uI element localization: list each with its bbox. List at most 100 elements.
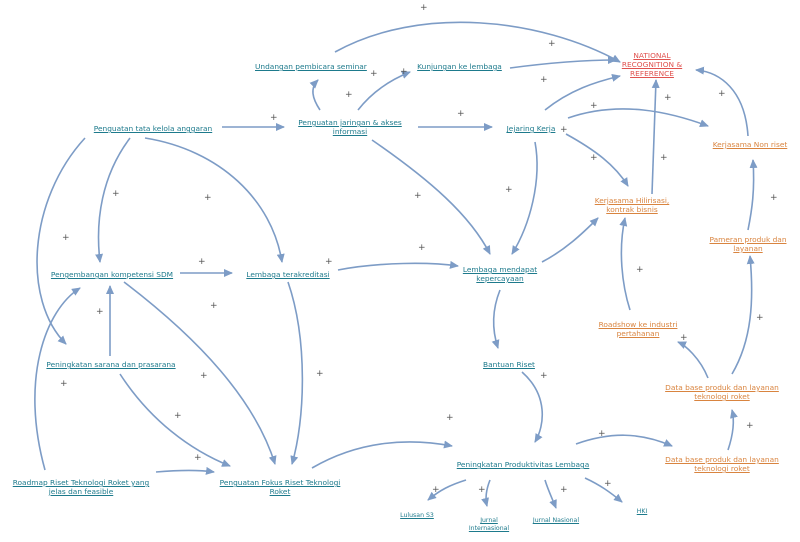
node-jurnal-int-line-2: Internasional (468, 524, 510, 532)
edge-nonriset-national (695, 66, 749, 137)
polarity-plus-sign: + (370, 69, 378, 79)
node-kerjasama-non-riset[interactable]: Kerjasama Non riset (712, 140, 788, 149)
node-undangan-pembicara[interactable]: Undangan pembicara seminar (255, 62, 367, 71)
edge-kunjungan-national (509, 56, 617, 69)
polarity-plus-sign: + (210, 301, 218, 311)
node-jejaring-kerja[interactable]: Jejaring Kerja (506, 124, 556, 133)
node-database-1-line-2: teknologi roket (694, 392, 750, 401)
node-lulusan-s3[interactable]: Lulusan S3 (400, 512, 434, 519)
edge-produktivitas-jurnalint (481, 479, 491, 507)
edge-sdm-fokus (123, 281, 277, 465)
polarity-plus-sign: + (200, 371, 208, 381)
polarity-plus-sign: + (746, 421, 754, 431)
edge-bantuan-produktivitas (521, 371, 544, 443)
node-pameran-line-2: layanan (733, 244, 763, 253)
polarity-plus-sign: + (270, 113, 278, 123)
polarity-plus-sign: + (718, 89, 726, 99)
node-sarana-prasarana[interactable]: Peningkatan sarana dan prasarana (46, 360, 176, 369)
edge-database2-database1 (727, 409, 738, 451)
edge-jejaring-national (544, 73, 621, 111)
edge-akreditasi-fokus (287, 281, 304, 465)
polarity-plus-sign: + (590, 153, 598, 163)
node-roadmap-riset[interactable]: Roadmap Riset Teknologi Roket yang jelas… (8, 478, 154, 496)
edge-jaringan-kepercayaan (371, 139, 491, 255)
edge-kepercayaan-bantuan (491, 289, 501, 349)
polarity-plus-sign: + (664, 93, 672, 103)
polarity-plus-sign: + (604, 479, 612, 489)
edge-kepercayaan-hilirisasi (541, 217, 599, 263)
node-database-2-line-1: Data base produk dan layanan (665, 455, 779, 464)
node-kunjungan-lembaga[interactable]: Kunjungan ke lembaga (417, 62, 502, 71)
edge-produktivitas-hki (584, 477, 623, 503)
node-database-1-line-1: Data base produk dan layanan (665, 383, 779, 392)
edge-produktivitas-lulusan (427, 479, 467, 501)
node-jurnal-nasional[interactable]: Jurnal Nasional (532, 517, 580, 524)
node-kepercayaan-line-1: Lembaga mendapat (462, 265, 538, 274)
polarity-plus-sign: + (770, 193, 778, 203)
polarity-plus-sign: + (62, 233, 70, 243)
node-produktivitas-lembaga[interactable]: Peningkatan Produktivitas Lembaga (456, 460, 590, 469)
node-jaringan-informasi[interactable]: Penguatan jaringan & akses informasi (290, 118, 410, 136)
polarity-plus-sign: + (636, 265, 644, 275)
polarity-plus-sign: + (316, 369, 324, 379)
node-roadshow-industri[interactable]: Roadshow ke industri pertahanan (592, 320, 684, 338)
polarity-plus-sign: + (325, 257, 333, 267)
node-pameran-line-1: Pameran produk dan (709, 235, 787, 244)
edge-roadmap-fokus (155, 466, 215, 475)
node-kerjasama-hilirisasi[interactable]: Kerjasama Hilirisasi, kontrak bisnis (585, 196, 679, 214)
node-roadshow-line-1: Roadshow ke industri (598, 320, 678, 329)
polarity-plus-sign: + (540, 75, 548, 85)
node-national-line-3: REFERENCE (630, 69, 674, 78)
polarity-plus-sign: + (560, 125, 568, 135)
polarity-plus-sign: + (345, 90, 353, 100)
polarity-plus-sign: + (548, 39, 556, 49)
edge-tata-sarana (36, 137, 86, 345)
polarity-plus-sign: + (590, 101, 598, 111)
polarity-plus-sign: + (204, 193, 212, 203)
node-hilirisasi-line-1: Kerjasama Hilirisasi, (594, 196, 670, 205)
polarity-plus-sign: + (446, 413, 454, 423)
node-lembaga-kepercayaan[interactable]: Lembaga mendapat kepercayaan (455, 265, 545, 283)
edge-produktivitas-database2 (575, 434, 673, 447)
node-hki[interactable]: HKI (636, 508, 648, 515)
polarity-plus-sign: + (400, 67, 408, 77)
polarity-plus-sign: + (560, 485, 568, 495)
polarity-plus-sign: + (660, 153, 668, 163)
polarity-plus-sign: + (540, 371, 548, 381)
node-lembaga-terakreditasi[interactable]: Lembaga terakreditasi (246, 270, 330, 279)
node-database-2[interactable]: Data base produk dan layanan teknologi r… (665, 455, 779, 473)
polarity-plus-sign: + (680, 333, 688, 343)
node-kepercayaan-line-2: kepercayaan (476, 274, 524, 283)
node-roadmap-line-1: Roadmap Riset Teknologi Roket yang (12, 478, 150, 487)
edge-database1-roadshow (677, 341, 709, 379)
edge-tata-sdm (95, 137, 131, 263)
edge-jaringan-kunjungan (357, 71, 411, 111)
polarity-plus-sign: + (414, 191, 422, 201)
edge-sarana-fokus (119, 373, 231, 467)
edge-fokus-produktivitas (311, 440, 453, 469)
node-national-recognition[interactable]: NATIONAL RECOGNITION & REFERENCE (612, 51, 692, 78)
edge-hilirisasi-national (651, 79, 660, 195)
node-fokus-line-2: Roket (269, 487, 291, 496)
node-bantuan-riset[interactable]: Bantuan Riset (483, 360, 535, 369)
node-database-2-line-2: teknologi roket (694, 464, 750, 473)
edge-database1-pameran (731, 255, 755, 375)
edge-roadmap-sdm (34, 287, 81, 471)
polarity-plus-sign: + (60, 379, 68, 389)
node-national-line-1: NATIONAL (633, 51, 671, 60)
node-fokus-riset[interactable]: Penguatan Fokus Riset Teknologi Roket (214, 478, 346, 496)
polarity-plus-sign: + (418, 243, 426, 253)
polarity-plus-sign: + (478, 485, 486, 495)
node-pameran-produk[interactable]: Pameran produk dan layanan (705, 235, 791, 253)
edge-jejaring-kepercayaan (511, 141, 538, 255)
polarity-plus-sign: + (194, 453, 202, 463)
edge-roadshow-hilirisasi (619, 217, 631, 311)
polarity-plus-sign: + (198, 257, 206, 267)
node-tata-kelola[interactable]: Penguatan tata kelola anggaran (93, 124, 213, 133)
node-jurnal-internasional[interactable]: Jurnal Internasional (462, 517, 516, 532)
node-jaringan-line-1: Penguatan jaringan & akses (298, 118, 402, 127)
polarity-plus-sign: + (756, 313, 764, 323)
node-database-1[interactable]: Data base produk dan layanan teknologi r… (665, 383, 779, 401)
node-pengembangan-sdm[interactable]: Pengembangan kompetensi SDM (50, 270, 174, 279)
